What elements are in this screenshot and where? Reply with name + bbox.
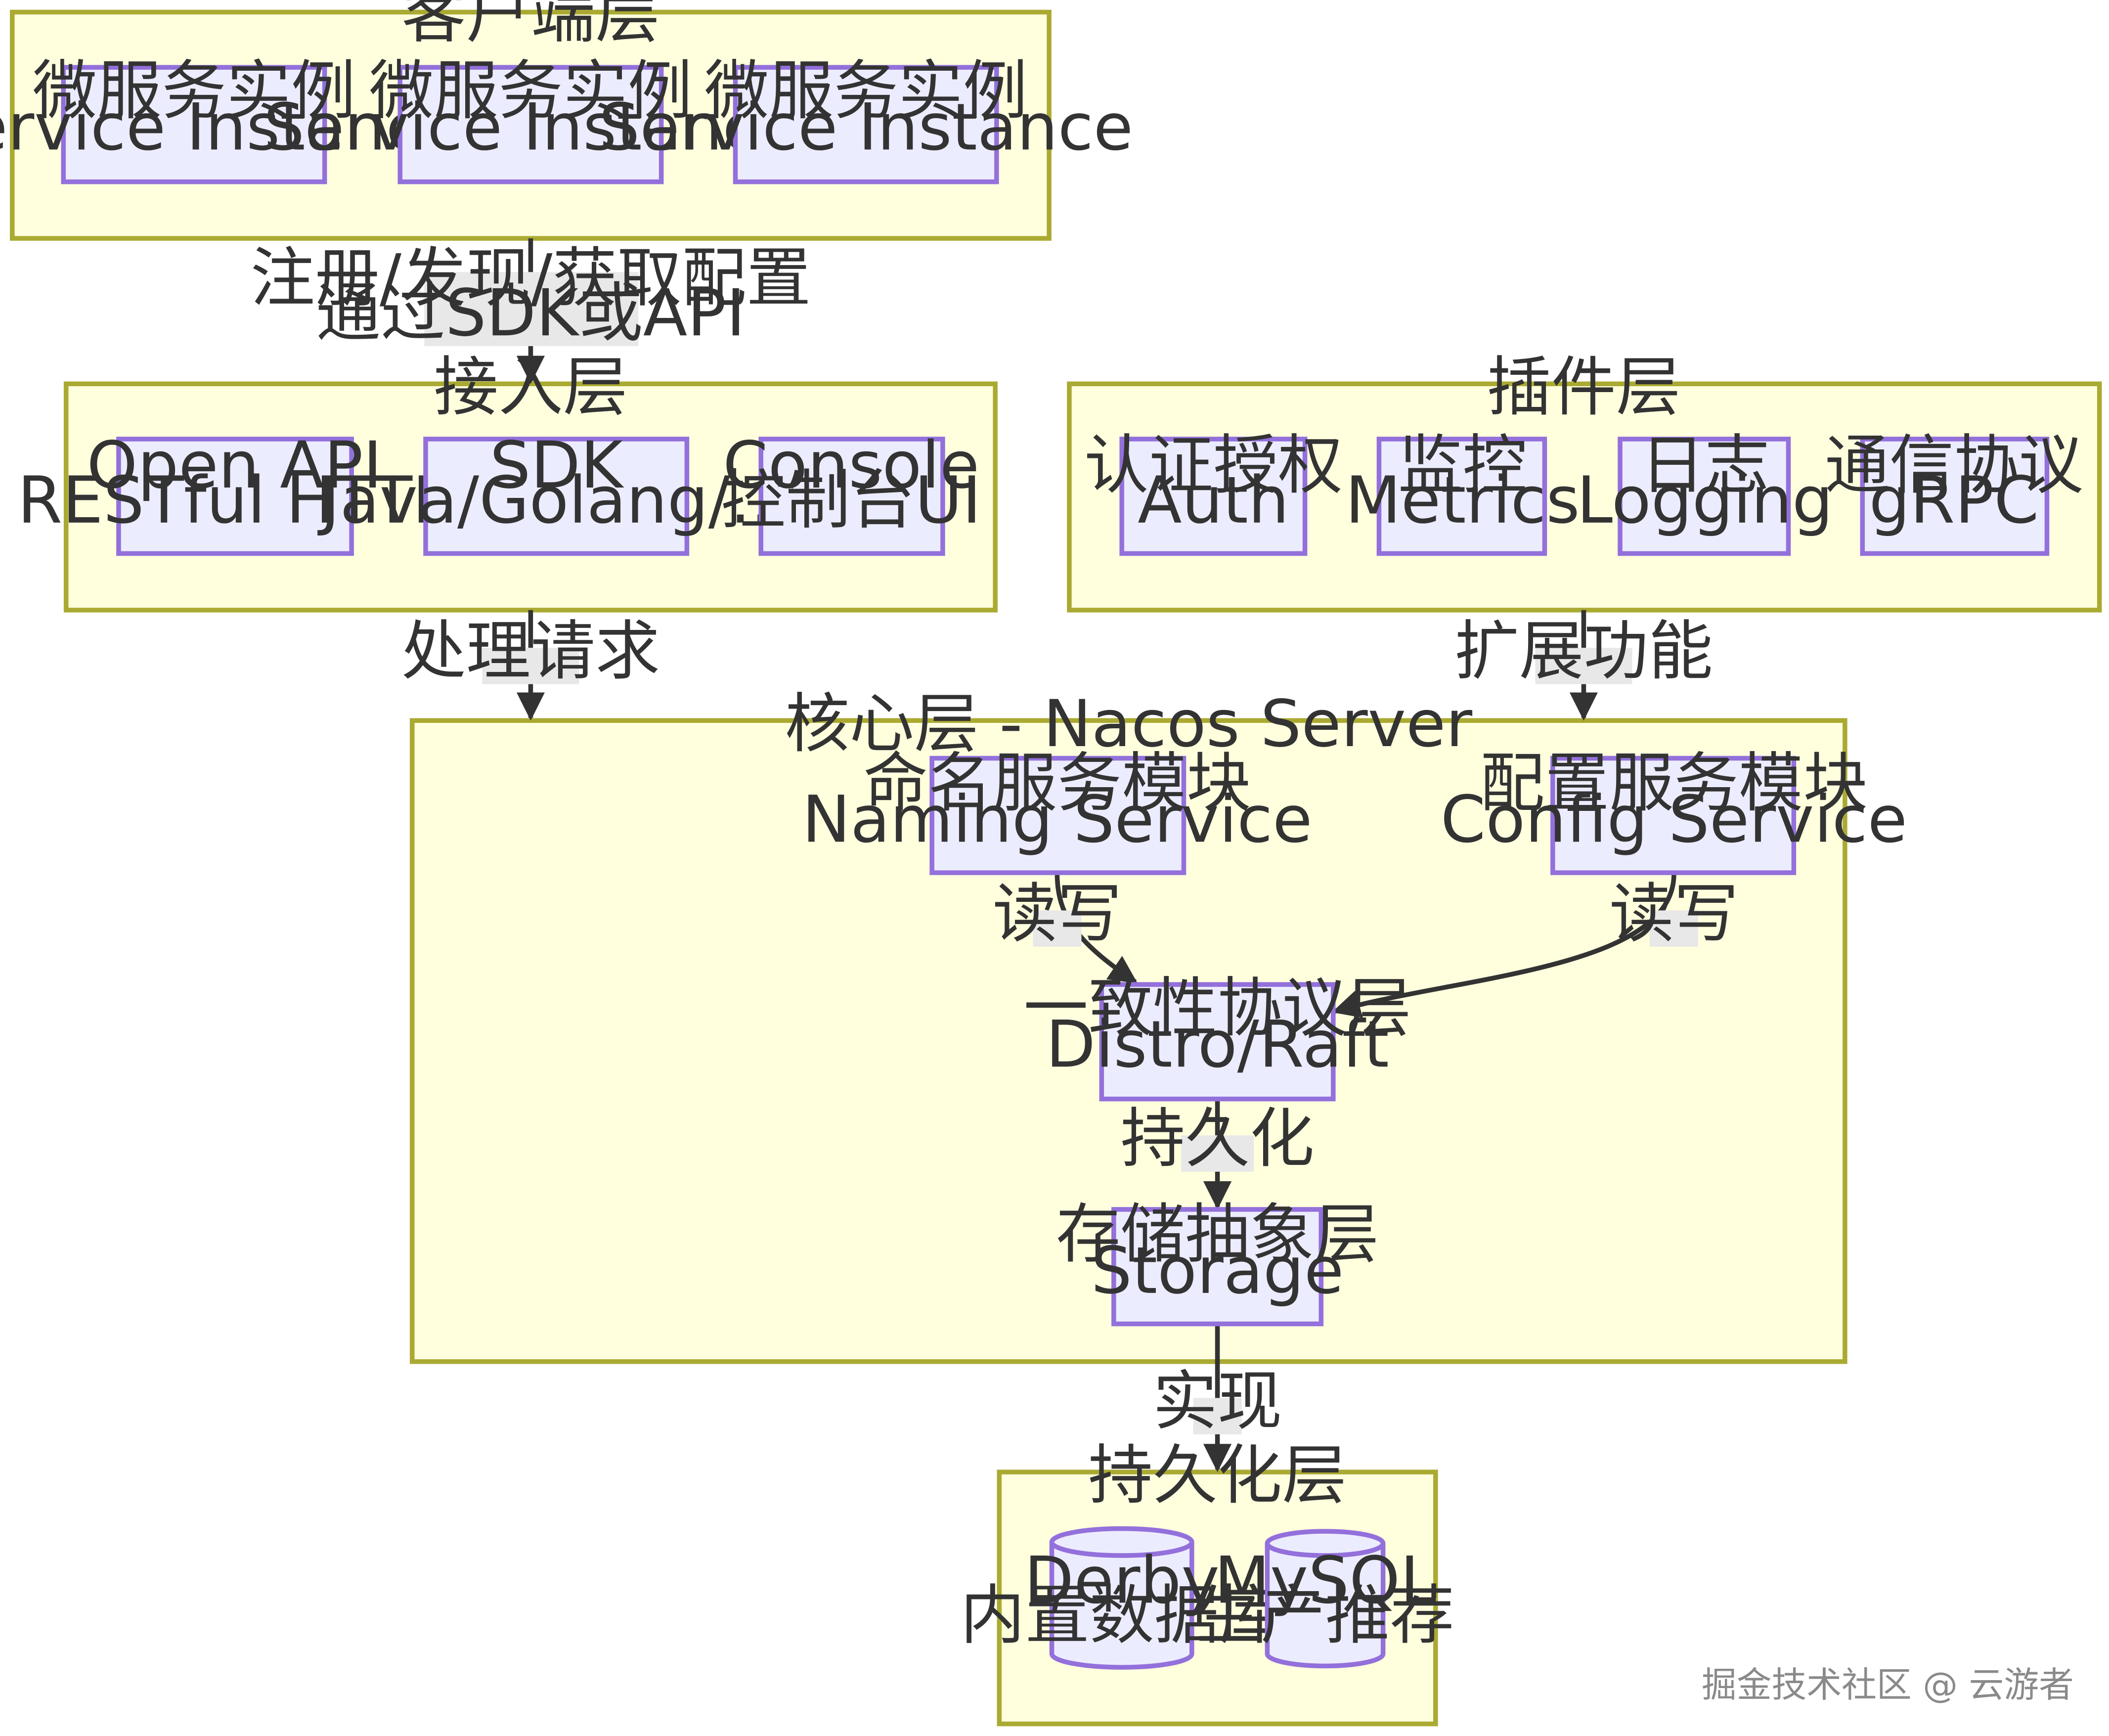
svg-text:Auth: Auth	[1138, 463, 1289, 538]
node-console: Console 控制台UI	[721, 428, 981, 556]
node-derby-database: Derby 内置数据库	[960, 1526, 1283, 1670]
edge-label-register: 注册/发现/获取配置	[250, 240, 811, 315]
core-layer-title: 核心层 - Nacos Server	[785, 686, 1472, 761]
svg-text:MySQL: MySQL	[1214, 1543, 1436, 1618]
svg-text:Distro/Raft: Distro/Raft	[1046, 1007, 1389, 1082]
edge-config-to-consistency: 读写	[1332, 874, 1739, 1018]
node-service-instance-2: 微服务实例 Service Instance	[264, 53, 798, 184]
svg-text:存储抽象层: 存储抽象层	[1056, 1197, 1379, 1272]
svg-text:Metrics: Metrics	[1345, 463, 1580, 538]
svg-text:内置数据库: 内置数据库	[960, 1578, 1283, 1653]
svg-text:配置服务模块: 配置服务模块	[1480, 746, 1868, 821]
client-layer-title: 客户端层	[401, 0, 660, 52]
edge-plugin-to-core: 扩展功能	[1454, 610, 1713, 721]
svg-text:RESTful HTTP: RESTful HTTP	[17, 463, 451, 538]
node-sdk: SDK Java/Golang/...	[317, 428, 791, 556]
watermark: 掘金技术社区 @ 云游者	[1702, 1664, 2074, 1705]
svg-text:生产推荐: 生产推荐	[1196, 1578, 1454, 1653]
node-open-api: Open API RESTful HTTP	[17, 428, 451, 556]
node-naming-service: 命名服务模块 Naming Service	[802, 746, 1313, 875]
edge-label-extend: 扩展功能	[1454, 614, 1713, 689]
svg-text:控制台UI: 控制台UI	[721, 463, 981, 538]
node-metrics: 监控 Metrics	[1345, 428, 1580, 556]
svg-text:认证授权: 认证授权	[1084, 428, 1343, 503]
node-auth: 认证授权 Auth	[1084, 428, 1343, 556]
svg-text:微服务实例: 微服务实例	[33, 53, 356, 129]
svg-text:监控: 监控	[1398, 428, 1527, 503]
edge-label-implement: 实现	[1153, 1364, 1282, 1439]
svg-text:Java/Golang/...: Java/Golang/...	[317, 463, 791, 538]
svg-text:Storage: Storage	[1091, 1233, 1344, 1308]
svg-text:通信协议: 通信协议	[1825, 428, 2083, 503]
svg-text:日志: 日志	[1640, 428, 1769, 503]
edge-consistency-to-storage: 持久化	[1120, 1099, 1315, 1210]
svg-text:gRPC: gRPC	[1869, 463, 2039, 538]
svg-text:Service Instance: Service Instance	[0, 89, 461, 165]
svg-text:Console: Console	[723, 428, 979, 503]
svg-text:SDK: SDK	[489, 428, 624, 503]
svg-text:Service Instance: Service Instance	[264, 89, 798, 165]
svg-text:Open API: Open API	[87, 428, 382, 503]
node-config-service: 配置服务模块 Config Service	[1441, 746, 1907, 875]
svg-text:命名服务模块: 命名服务模块	[863, 746, 1251, 821]
edge-storage-to-persistence: 实现	[1153, 1325, 1282, 1472]
node-service-instance-3: 微服务实例 Service Instance	[599, 53, 1133, 184]
edge-label-process-request: 处理请求	[401, 614, 660, 689]
node-mysql-database: MySQL 生产推荐	[1196, 1529, 1454, 1669]
edge-label-naming-rw: 读写	[993, 876, 1122, 951]
node-grpc: 通信协议 gRPC	[1825, 428, 2083, 556]
svg-text:Derby: Derby	[1024, 1543, 1220, 1618]
node-storage-abstraction: 存储抽象层 Storage	[1056, 1197, 1379, 1327]
svg-text:Service Instance: Service Instance	[599, 89, 1133, 165]
node-logging: 日志 Logging	[1577, 428, 1833, 556]
node-consistency-protocol: 一致性协议层 Distro/Raft	[1023, 971, 1411, 1102]
edge-label-persist: 持久化	[1120, 1101, 1314, 1176]
edge-label-via-sdk: 通过SDK或API	[316, 275, 745, 351]
node-service-instance-1: 微服务实例 Service Instance	[0, 53, 461, 184]
svg-text:Config Service: Config Service	[1441, 782, 1907, 857]
plugin-layer-title: 插件层	[1487, 350, 1680, 425]
svg-text:Naming Service: Naming Service	[802, 782, 1312, 857]
edge-naming-to-consistency: 读写	[993, 874, 1138, 984]
svg-text:微服务实例: 微服务实例	[704, 53, 1028, 129]
svg-text:一致性协议层: 一致性协议层	[1023, 971, 1411, 1046]
svg-text:Logging: Logging	[1577, 463, 1833, 538]
edge-access-to-core: 处理请求	[401, 610, 660, 721]
svg-text:微服务实例: 微服务实例	[369, 53, 693, 129]
edge-client-to-access: 注册/发现/获取配置 通过SDK或API	[250, 238, 811, 384]
edge-label-config-rw: 读写	[1609, 876, 1738, 951]
